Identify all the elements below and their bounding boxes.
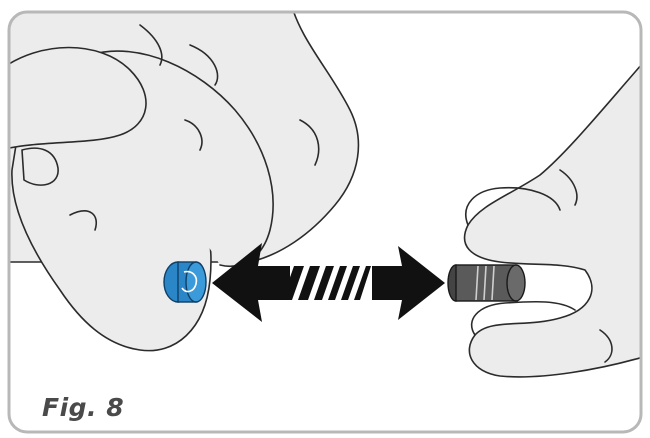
right-hand (465, 55, 650, 377)
dark-cap (448, 265, 525, 301)
blue-connector (164, 262, 206, 302)
figure-caption: Fig. 8 (42, 393, 124, 422)
